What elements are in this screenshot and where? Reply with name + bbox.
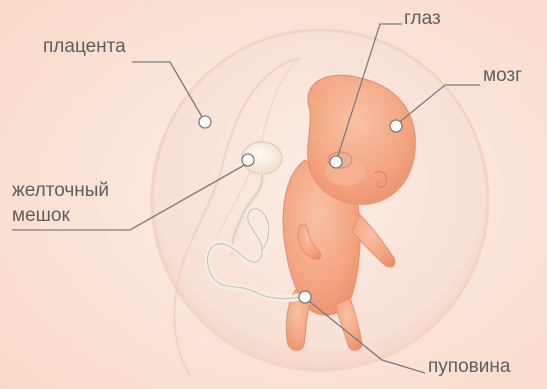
label-placenta: плацента <box>43 36 126 58</box>
dot-eye <box>330 156 342 168</box>
label-yolk-sac: желточный мешок <box>12 178 109 228</box>
dot-cord <box>299 291 311 303</box>
label-eye: глаз <box>404 8 441 30</box>
dot-brain <box>390 120 402 132</box>
label-umbilical-cord: пуповина <box>428 356 510 378</box>
dot-placenta <box>199 116 211 128</box>
label-brain: мозг <box>483 65 522 87</box>
label-yolk-sac-line2: мешок <box>12 203 109 228</box>
label-yolk-sac-line1: желточный <box>12 178 109 203</box>
dot-yolk <box>242 154 254 166</box>
